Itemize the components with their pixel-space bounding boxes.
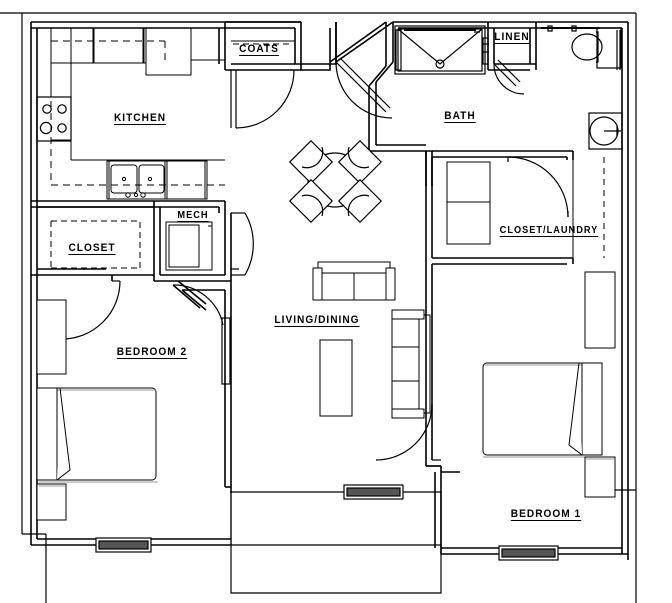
entry-door[interactable]	[335, 57, 393, 119]
nightstand-bedroom-1-top	[584, 271, 616, 349]
dining-chair-bottom-left	[288, 178, 334, 224]
mech-room-walls	[153, 201, 232, 282]
mech-room-door[interactable]	[231, 212, 254, 276]
coffee-table	[319, 339, 353, 417]
mechanical-unit	[165, 221, 213, 271]
dining-chair-bottom-right	[337, 178, 383, 224]
coat-closet-door[interactable]	[230, 69, 295, 129]
coat-closet-shelf	[231, 27, 295, 45]
bedroom1-door[interactable]	[375, 403, 433, 461]
bedroom2-closet-walls	[31, 206, 154, 281]
toilet	[571, 27, 622, 69]
living-dining-window	[343, 484, 404, 500]
closet-laundry-door[interactable]	[507, 156, 569, 218]
bedroom2-doorjamb	[221, 317, 231, 385]
bed-bedroom-2	[36, 387, 158, 483]
bathroom-sink	[588, 112, 623, 150]
dryer	[446, 201, 491, 245]
three-seat-sofa	[391, 309, 431, 419]
bathtub-shower	[394, 25, 486, 75]
dining-chair-top-right	[337, 139, 383, 185]
adjacent-unit-lines	[0, 12, 637, 603]
entry-vestibule-walls	[294, 21, 394, 71]
dining-chair-top-left	[288, 139, 334, 185]
nightstand-bedroom-2-bottom	[36, 483, 67, 521]
linen-closet-door[interactable]	[493, 59, 525, 95]
kitchen-counters	[50, 27, 226, 186]
coat-closet	[225, 21, 301, 71]
kitchen-range-stove	[36, 96, 72, 142]
bedroom2-door[interactable]	[172, 284, 224, 326]
bedroom2-window	[95, 537, 152, 553]
kitchen-base-cabinet	[166, 160, 208, 200]
closet-laundry-walls	[425, 150, 574, 265]
bed-bedroom-1	[482, 362, 603, 458]
nightstand-bedroom-1-bottom	[584, 456, 616, 498]
nightstand-bedroom-2-top	[36, 299, 67, 375]
bedroom1-window	[498, 545, 559, 561]
bedroom1-doorjamb	[426, 459, 441, 467]
bedroom2-angled-wall	[172, 280, 207, 309]
loveseat	[312, 261, 396, 301]
towel-bar	[541, 25, 600, 32]
closet-shelf	[50, 220, 141, 269]
bath-wall-right-detail	[616, 30, 621, 70]
laundry-divider	[572, 157, 605, 258]
